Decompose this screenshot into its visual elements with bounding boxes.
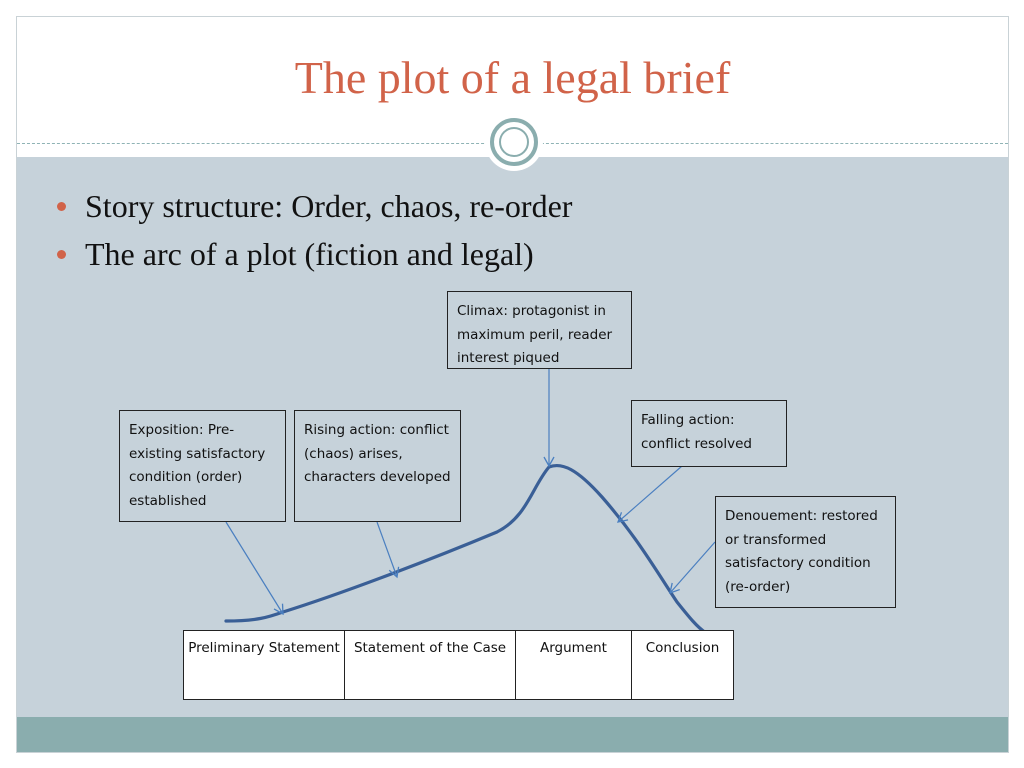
brief-section-label: Preliminary Statement <box>188 640 340 656</box>
falling-action-callout: Falling action: conflict resolved <box>631 400 787 467</box>
plot-arc-diagram <box>224 368 716 635</box>
bullet-list: Story structure: Order, chaos, re-order … <box>57 187 572 283</box>
brief-section-label: Statement of the Case <box>353 640 507 656</box>
circle-ornament-icon <box>485 113 543 171</box>
climax-callout: Climax: protagonist in maximum peril, re… <box>447 291 632 369</box>
bullet-item: Story structure: Order, chaos, re-order <box>57 187 572 225</box>
rising-arrow <box>376 521 400 579</box>
bullet-text: Story structure: Order, chaos, re-order <box>85 188 573 224</box>
slide: The plot of a legal brief Story structur… <box>16 16 1009 753</box>
footer-band <box>17 717 1008 752</box>
brief-section-conclusion: Conclusion <box>631 630 734 700</box>
brief-section-argument: Argument <box>515 630 632 700</box>
brief-section-label: Argument <box>540 640 607 656</box>
slide-title: The plot of a legal brief <box>294 52 731 103</box>
ornament-inner-ring <box>499 127 529 157</box>
exposition-callout: Exposition: Pre-existing satisfactory co… <box>119 410 286 522</box>
brief-section-label: Conclusion <box>645 640 720 656</box>
bullet-dot-icon <box>57 250 66 259</box>
rising-action-callout: Rising action: conflict (chaos) arises, … <box>294 410 461 522</box>
exposition-arrow <box>225 521 284 616</box>
ornament-ring <box>490 118 538 166</box>
bullet-text: The arc of a plot (fiction and legal) <box>85 236 534 272</box>
brief-section-statement-of-case: Statement of the Case <box>344 630 516 700</box>
denouement-callout: Denouement: restored or transformed sati… <box>715 496 896 608</box>
falling-arrow <box>616 465 683 523</box>
brief-section-preliminary-statement: Preliminary Statement <box>183 630 345 700</box>
denouement-arrow <box>669 541 716 595</box>
bullet-item: The arc of a plot (fiction and legal) <box>57 235 572 273</box>
bullet-dot-icon <box>57 202 66 211</box>
